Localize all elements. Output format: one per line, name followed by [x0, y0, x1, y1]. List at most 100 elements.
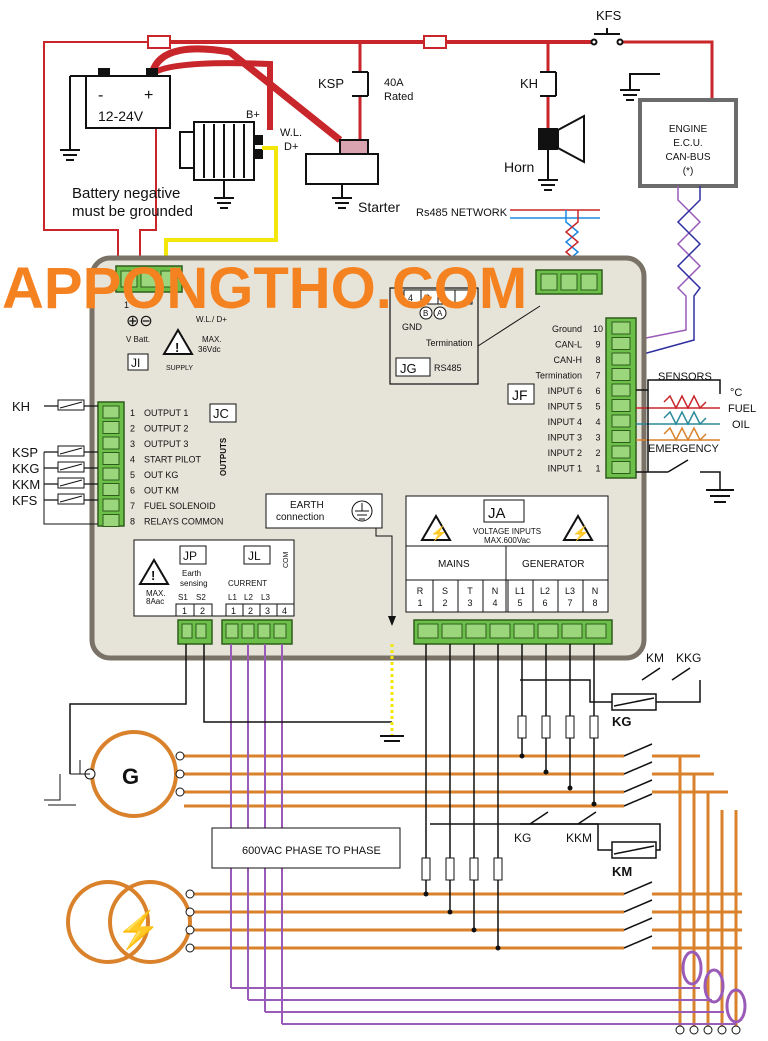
phase-note-box	[211, 827, 401, 869]
ja-col-num: 8	[592, 598, 597, 608]
jf-row-num: 3	[595, 433, 600, 443]
junction-dot	[567, 785, 573, 791]
relay-label: KKG	[12, 461, 39, 476]
jc-row-label: OUT KM	[144, 486, 179, 496]
kkm-label: KKM	[566, 831, 592, 845]
jp-max-1: MAX.	[146, 589, 166, 598]
ja-col-name: L2	[540, 586, 550, 596]
supply-wld: W.L./ D+	[196, 315, 227, 324]
kkg-top-label: KKG	[676, 651, 701, 665]
ji-box	[127, 353, 149, 371]
starter-icon	[305, 139, 379, 209]
jp-s2: S2	[196, 593, 206, 602]
rs485-pin-4: 4	[408, 293, 413, 303]
battery-note-1: Battery negative	[72, 185, 180, 202]
sense-fuse	[469, 857, 479, 881]
relay-coil-slash	[59, 463, 83, 471]
ja-col-num: 6	[542, 598, 547, 608]
ecu-line-3: CAN-BUS	[665, 152, 710, 163]
kg-contact	[623, 761, 653, 775]
km-top-label: KM	[646, 651, 664, 665]
ja-block: ⚡ ⚡	[405, 495, 609, 613]
ecu-box	[620, 73, 738, 188]
alternator-icon	[179, 121, 263, 209]
jp-n1: 1	[182, 606, 187, 616]
ja-col-name: R	[417, 586, 424, 596]
supply-max: MAX.	[202, 335, 222, 344]
load-terminal	[731, 1025, 741, 1035]
junction-dot	[519, 753, 525, 759]
connector-pin	[513, 623, 535, 639]
jp-n2: 2	[200, 606, 205, 616]
jl-n4: 4	[282, 606, 287, 616]
ja-generator: GENERATOR	[522, 559, 584, 570]
jc-row-label: RELAYS COMMON	[144, 517, 223, 527]
relay-label: KKM	[12, 477, 40, 492]
jl-l3: L3	[261, 593, 270, 602]
ja-col-name: L1	[515, 586, 525, 596]
relay-label: KSP	[12, 445, 38, 460]
jf-row-label: Termination	[535, 371, 582, 381]
warning-icon-jp: !	[151, 568, 155, 583]
transformer-icon: ⚡	[66, 880, 195, 964]
jf-pin	[611, 337, 631, 350]
connector-pin	[489, 623, 511, 639]
rs485-label: RS485	[434, 363, 462, 373]
ja-col-num: 3	[467, 598, 472, 608]
ja-label: JA	[488, 505, 506, 522]
ja-title-2: MAX.600Vac	[484, 536, 530, 545]
current-transformer	[703, 968, 725, 1004]
jc-pin	[102, 452, 120, 465]
ja-title-1: VOLTAGE INPUTS	[473, 527, 541, 536]
jf-row-label: Ground	[552, 324, 582, 334]
jf-row-label: INPUT 3	[548, 433, 582, 443]
relay-coil-slash	[59, 495, 83, 503]
current-transformer	[681, 950, 703, 986]
load-terminal	[703, 1025, 713, 1035]
ja-col-name: N	[492, 586, 499, 596]
kfs-switch	[590, 28, 624, 46]
jc-pin	[102, 436, 120, 450]
phase-note: 600VAC PHASE TO PHASE	[242, 845, 381, 857]
can-bus-twisted	[635, 186, 702, 357]
jl-n3: 3	[265, 606, 270, 616]
svg-text:!: !	[175, 340, 179, 355]
jf-row-label: INPUT 4	[548, 417, 582, 427]
connector-pin	[537, 623, 559, 639]
junction-dot	[591, 801, 597, 807]
jg-label: JG	[400, 361, 417, 376]
rs485-connector	[535, 269, 603, 295]
rs485-pin-1: 1	[442, 293, 447, 303]
ja-col-num: 1	[417, 598, 422, 608]
connector-pin	[225, 623, 239, 639]
earth-sense-wire	[203, 644, 392, 723]
connector-pin	[273, 623, 287, 639]
ksp-contact	[352, 71, 369, 97]
kfs-label: KFS	[596, 8, 622, 23]
horn-icon	[538, 114, 585, 191]
jf-row-num: 9	[595, 340, 600, 350]
km-contact	[623, 881, 653, 895]
junction-dot	[543, 769, 549, 775]
earth-label-1: EARTH	[290, 500, 324, 511]
generator-label: G	[122, 764, 139, 789]
jl-l1: L1	[228, 593, 237, 602]
fuse-second	[423, 35, 447, 49]
jc-pin	[102, 405, 120, 419]
jl-com: COM	[283, 552, 290, 569]
jf-row-num: 6	[595, 386, 600, 396]
sensors-group	[636, 379, 734, 503]
connector-pin	[465, 623, 487, 639]
sense-fuse	[445, 857, 455, 881]
supply-pin-1: 1	[124, 300, 129, 310]
sense-fuse	[421, 857, 431, 881]
jc-row-label: START PILOT	[144, 455, 202, 465]
jc-box	[209, 403, 237, 423]
kg-contact-label: KG	[514, 831, 531, 845]
jf-pin	[611, 352, 631, 366]
load-terminal	[717, 1025, 727, 1035]
jf-pin	[611, 368, 631, 381]
